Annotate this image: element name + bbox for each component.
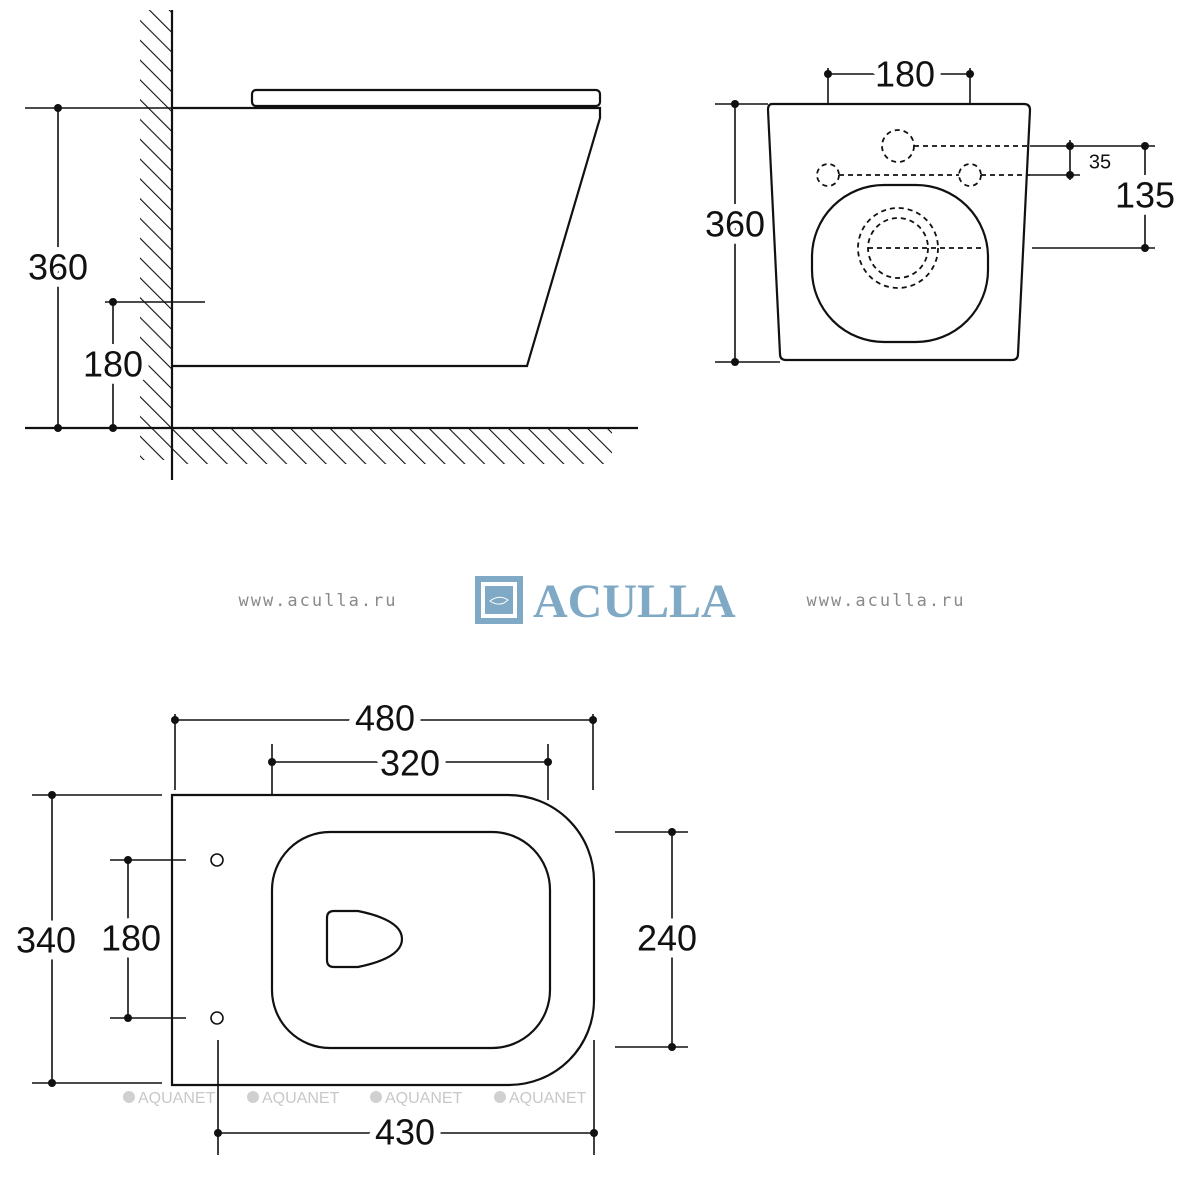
dim-label-480: 480 <box>355 698 415 739</box>
inlet-hole <box>881 129 915 163</box>
dim-label-180-top: 180 <box>101 918 161 959</box>
aculla-logo: ACULLA <box>475 575 736 628</box>
watermark: AQUANET <box>262 1090 340 1107</box>
dim-label-360: 360 <box>28 247 88 288</box>
dim-label-35: 35 <box>1089 151 1111 173</box>
url-right: www.aculla.ru <box>806 591 965 611</box>
watermark: AQUANET <box>138 1090 216 1107</box>
top-outline <box>170 793 596 1087</box>
dim-label-340: 340 <box>16 920 76 961</box>
url-left: www.aculla.ru <box>238 591 397 611</box>
outlet-top <box>325 909 404 969</box>
fixing-hole-right <box>958 163 982 187</box>
logo-text: ACULLA <box>533 575 736 628</box>
floor-hatching <box>172 428 612 464</box>
watermarks: AQUANET AQUANET AQUANET AQUANET <box>123 1090 587 1107</box>
dim-label-240: 240 <box>637 918 697 959</box>
side-view: 360 180 <box>21 10 638 480</box>
top-view: 480 320 340 180 240 430 <box>9 691 704 1160</box>
bowl-profile <box>172 106 602 368</box>
dim-label-180: 180 <box>83 344 143 385</box>
dim-label-360-front: 360 <box>705 204 765 245</box>
bowl-front <box>810 183 990 344</box>
outlet-outer <box>857 207 939 289</box>
dim-label-320: 320 <box>380 743 440 784</box>
front-view: 180 360 35 135 <box>698 47 1182 366</box>
front-outline <box>766 102 1032 362</box>
bowl-top <box>270 830 552 1050</box>
seat-lid <box>250 88 602 108</box>
dim-label-430: 430 <box>375 1112 435 1153</box>
dim-label-180-front: 180 <box>875 54 935 95</box>
wall-hatching <box>140 10 172 460</box>
watermark: AQUANET <box>509 1090 587 1107</box>
brand-strip: www.aculla.ru ACULLA www.aculla.ru <box>238 575 965 628</box>
fixing-hole-top <box>210 853 224 867</box>
fixing-hole-bottom <box>210 1011 224 1025</box>
fixing-hole-left <box>816 163 840 187</box>
watermark: AQUANET <box>385 1090 463 1107</box>
dim-label-135: 135 <box>1115 175 1175 216</box>
